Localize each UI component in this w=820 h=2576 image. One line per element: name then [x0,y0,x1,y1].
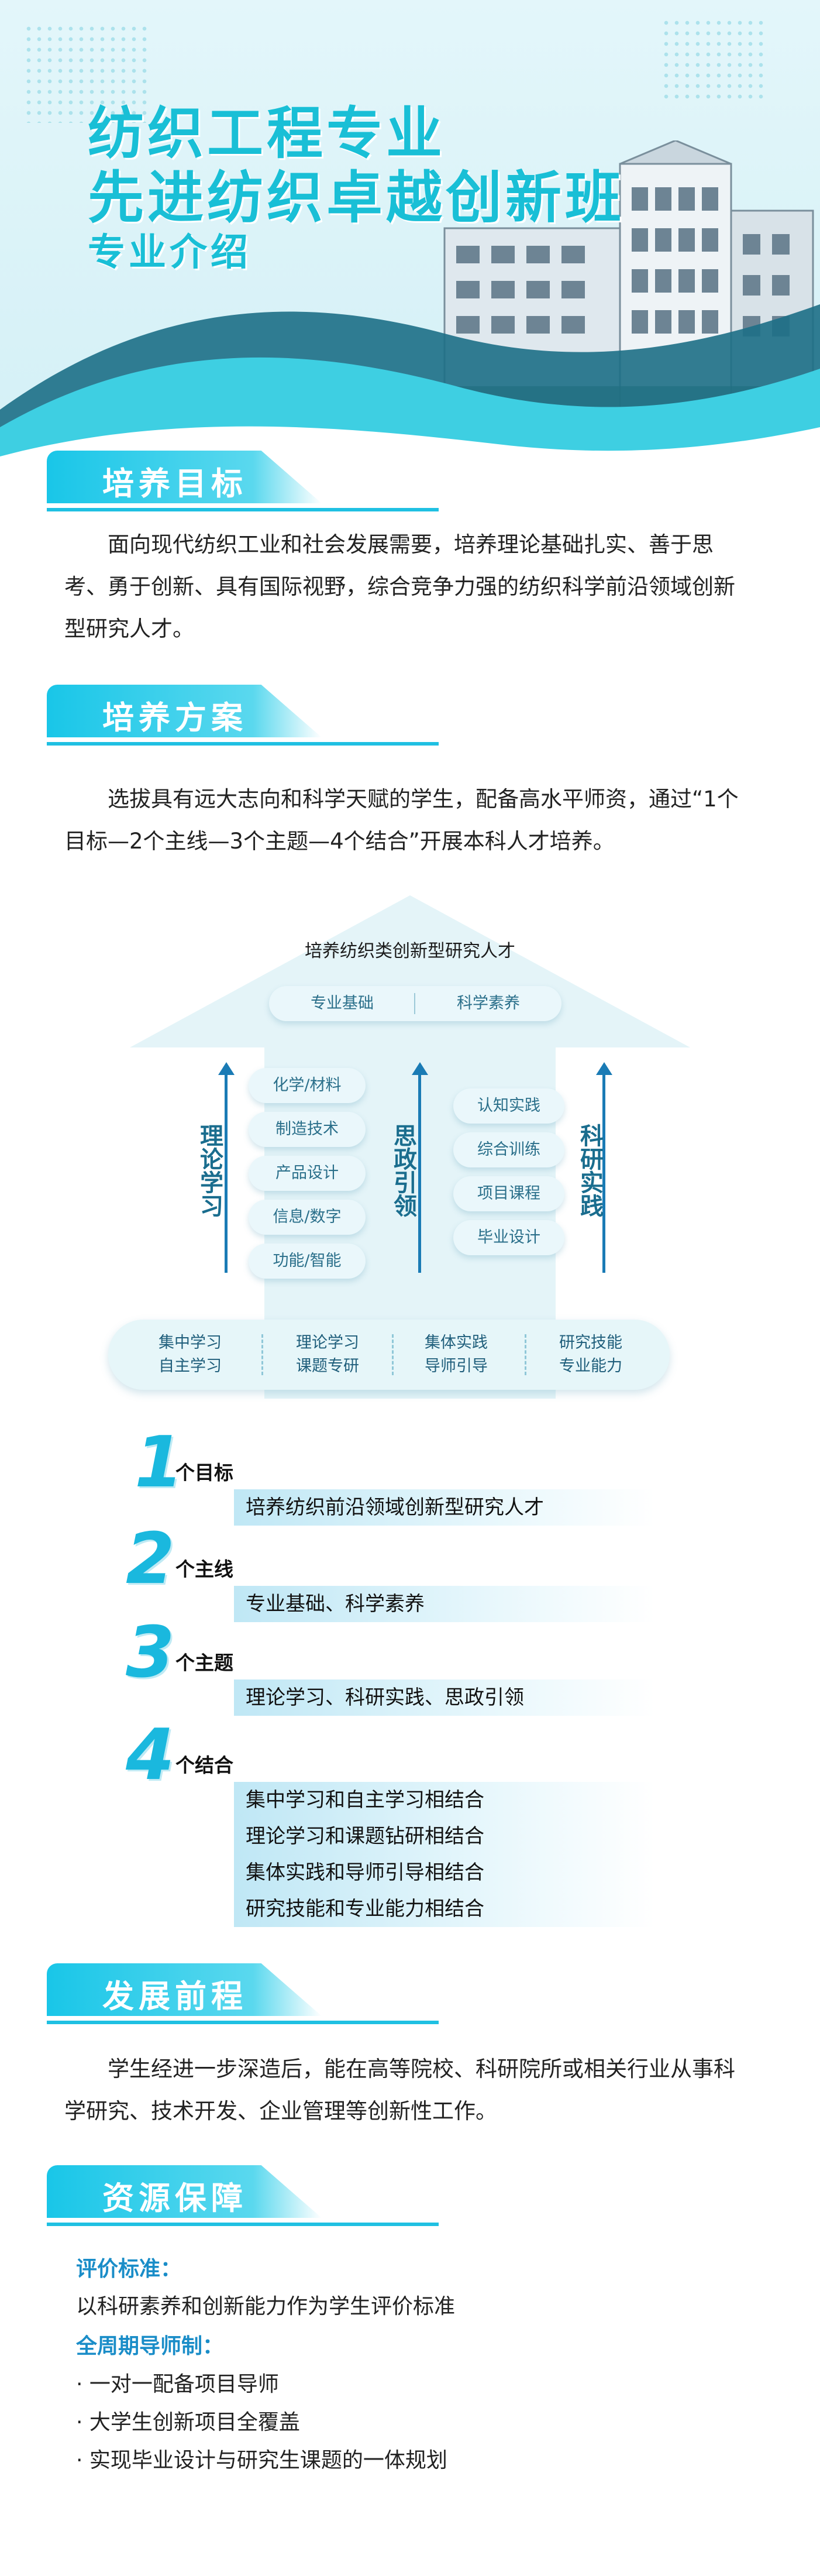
cell-line: 集体实践 [425,1334,488,1352]
dot-pattern [661,18,766,99]
number-4-item: 集体实践和导师引导相结合 [246,1861,484,1884]
dot-pattern [23,23,152,123]
arrow-up-icon [412,1062,428,1075]
bottom-cell-1: 集中学习 自主学习 [135,1331,246,1378]
hero-title-line1: 纺织工程专业 [88,101,446,166]
bottom-cell-2: 理论学习 课题专研 [272,1331,383,1378]
section-header-resources: 资源保障 [47,2165,749,2231]
cell-line: 专业能力 [559,1357,622,1375]
cell-line: 自主学习 [159,1357,222,1375]
pill-left-1: 化学/材料 [249,1068,366,1103]
arrow-line [225,1074,228,1273]
arrow-up-icon [218,1062,235,1075]
vertical-label-ideology: 思政引领 [388,1124,416,1225]
pill-right-3: 项目课程 [453,1176,564,1211]
section-title: 培养目标 [102,465,247,502]
divider [47,2021,439,2024]
hero-banner: 纺织工程专业 先进纺织卓越创新班 专业介绍 [0,0,820,480]
section-title: 发展前程 [102,1978,247,2015]
vertical-text: 科研实践 [576,1124,603,1217]
section-header-plan: 培养方案 [47,685,749,750]
pill-left-4: 信息/数字 [249,1200,366,1235]
number-4-item: 理论学习和课题钻研相结合 [246,1825,484,1848]
section-header-career: 发展前程 [47,1963,749,2029]
diagram-top-label: 培养纺织类创新型研究人才 [305,941,515,961]
number-4-item: 研究技能和专业能力相结合 [246,1897,484,1921]
vertical-label-research: 科研实践 [574,1124,603,1225]
pill-left-2: 制造技术 [249,1112,366,1147]
arrow-line [418,1074,421,1273]
section-title: 培养方案 [102,699,247,736]
bottom-combination-box: 集中学习 自主学习 理论学习 课题专研 集体实践 导师引导 研究技能 专业能力 [108,1320,670,1390]
cell-line: 集中学习 [159,1334,222,1352]
number-4-item: 集中学习和自主学习相结合 [246,1788,484,1812]
number-3: 3 [126,1612,175,1694]
eval-text: 以科研素养和创新能力作为学生评价标准 [76,2295,456,2319]
section-header-goal: 培养目标 [47,451,749,516]
top-pill-right: 科学素养 [457,994,520,1012]
dashed-divider [525,1334,526,1375]
pill-right-2: 综合训练 [453,1132,564,1167]
bottom-cell-3: 集体实践 导师引导 [401,1331,512,1378]
pill-left-5: 功能/智能 [249,1244,366,1279]
top-pill-left: 专业基础 [311,994,374,1012]
mentor-title: 全周期导师制： [76,2334,224,2358]
vertical-text: 思政引领 [390,1124,416,1217]
eval-title: 评价标准： [76,2257,182,2281]
hero-title-line3: 专业介绍 [88,231,251,274]
dashed-divider [261,1334,263,1375]
career-paragraph: 学生经进一步深造后，能在高等院校、科研院所或相关行业从事科学研究、技术开发、企业… [64,2056,735,2124]
number-4-title: 个结合 [175,1754,233,1777]
hero-title-line2: 先进纺织卓越创新班 [88,165,625,231]
vertical-label-theory: 理论学习 [194,1124,223,1225]
section-title: 资源保障 [102,2180,247,2217]
number-2: 2 [126,1519,175,1600]
divider [47,508,439,511]
mentor-item-1: · 一对一配备项目导师 [76,2372,279,2396]
mentor-item-3: · 实现毕业设计与研究生课题的一体规划 [76,2448,447,2472]
plan-paragraph: 选拔具有远大志向和科学天赋的学生，配备高水平师资，通过“1个目标—2个主线—3个… [64,786,739,854]
number-1-item: 培养纺织前沿领域创新型研究人才 [246,1496,544,1519]
number-1-title: 个目标 [175,1461,233,1484]
number-1: 1 [135,1422,184,1503]
divider [47,742,439,746]
number-2-title: 个主线 [175,1558,233,1581]
bottom-cell-4: 研究技能 专业能力 [535,1331,646,1378]
mentor-item-2: · 大学生创新项目全覆盖 [76,2410,300,2434]
number-2-box: 专业基础、科学素养 [234,1586,655,1622]
arrow-line [602,1074,605,1273]
divider [47,2223,439,2226]
vertical-text: 理论学习 [196,1124,223,1217]
arrow-up-icon [596,1062,612,1075]
cell-line: 导师引导 [425,1357,488,1375]
number-2-item: 专业基础、科学素养 [246,1592,425,1616]
pill-left-3: 产品设计 [249,1156,366,1191]
number-4-box: 集中学习和自主学习相结合 理论学习和课题钻研相结合 集体实践和导师引导相结合 研… [234,1782,655,1927]
cell-line: 课题专研 [296,1357,359,1375]
cell-line: 理论学习 [296,1334,359,1352]
cell-line: 研究技能 [559,1334,622,1352]
pill-right-4: 毕业设计 [453,1220,564,1255]
divider [414,993,415,1014]
pill-right-1: 认知实践 [453,1088,564,1124]
number-4: 4 [126,1715,175,1796]
top-pill: 专业基础 科学素养 [269,986,561,1021]
number-3-box: 理论学习、科研实践、思政引领 [234,1679,655,1716]
number-3-title: 个主题 [175,1651,233,1674]
goal-paragraph: 面向现代纺织工业和社会发展需要，培养理论基础扎实、善于思考、勇于创新、具有国际视… [64,532,735,641]
dashed-divider [392,1334,394,1375]
number-3-item: 理论学习、科研实践、思政引领 [246,1686,524,1709]
number-1-box: 培养纺织前沿领域创新型研究人才 [234,1489,655,1526]
